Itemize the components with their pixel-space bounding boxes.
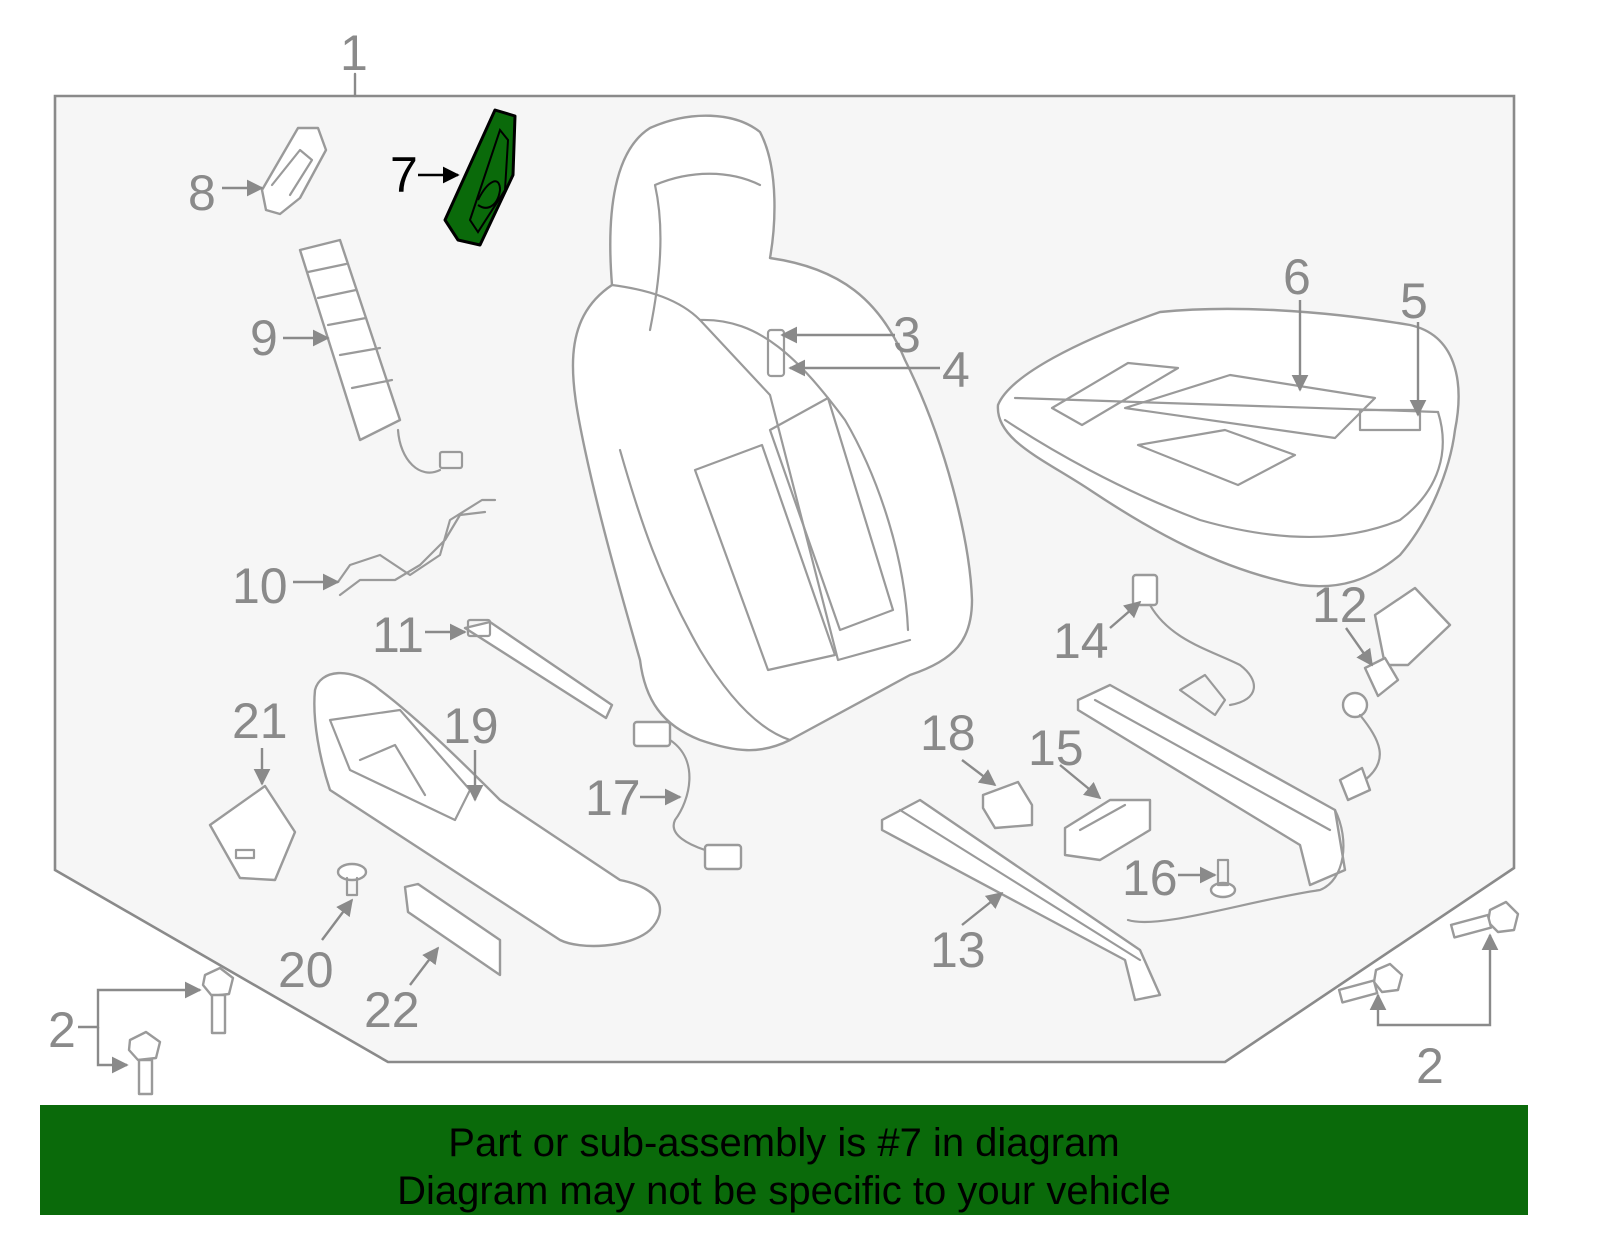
part-17 [632,720,743,871]
part-16 [1209,858,1237,899]
callout-11: 11 [372,607,424,663]
part-7-highlighted [443,108,517,247]
callout-8: 8 [188,165,216,221]
part-14 [1131,573,1256,717]
callout-21: 21 [232,693,288,749]
part-21 [208,784,297,882]
callout-15: 15 [1028,720,1084,776]
part-2-bolts-left [127,966,235,1096]
callout-20: 20 [278,942,334,998]
callout-14: 14 [1053,613,1109,669]
info-banner: Part or sub-assembly is #7 in diagram Di… [40,1105,1528,1215]
callout-2-left: 2 [48,1002,76,1058]
part-15 [1063,798,1152,862]
callout-5: 5 [1400,273,1428,329]
seat-cushion [996,307,1460,588]
callout-3: 3 [893,307,921,363]
part-19 [313,671,662,948]
callout-22: 22 [364,982,420,1038]
callout-9: 9 [250,310,278,366]
callout-4: 4 [942,342,970,398]
part-20 [336,862,368,897]
callout-17: 17 [585,770,641,826]
callout-10: 10 [232,558,288,614]
banner-line-part: Part or sub-assembly is #7 in diagram [448,1121,1120,1165]
part-22 [403,882,502,977]
callout-19: 19 [443,698,499,754]
callout-7: 7 [390,147,418,203]
part-10 [336,498,497,597]
part-11 [463,618,614,720]
part-9 [298,238,464,474]
seat-back [571,114,974,752]
part-8 [260,126,328,216]
part-12 [1338,586,1452,802]
part-2-bolts-right [1337,900,1520,1004]
callout-6: 6 [1283,249,1311,305]
callout-12: 12 [1312,577,1368,633]
banner-line-disclaimer: Diagram may not be specific to your vehi… [397,1169,1171,1213]
callout-2-right: 2 [1416,1038,1444,1094]
callout-13: 13 [930,922,986,978]
seat-track-rear [1076,683,1347,924]
leader-lines [78,166,1499,1074]
callout-16: 16 [1122,850,1178,906]
callout-18: 18 [920,705,976,761]
part-18 [981,780,1034,830]
callout-labels: 1 2 2 3 4 5 6 7 8 9 10 11 12 13 14 15 16… [48,25,1444,1094]
part-13 [880,798,1162,1002]
callout-1: 1 [340,25,368,81]
